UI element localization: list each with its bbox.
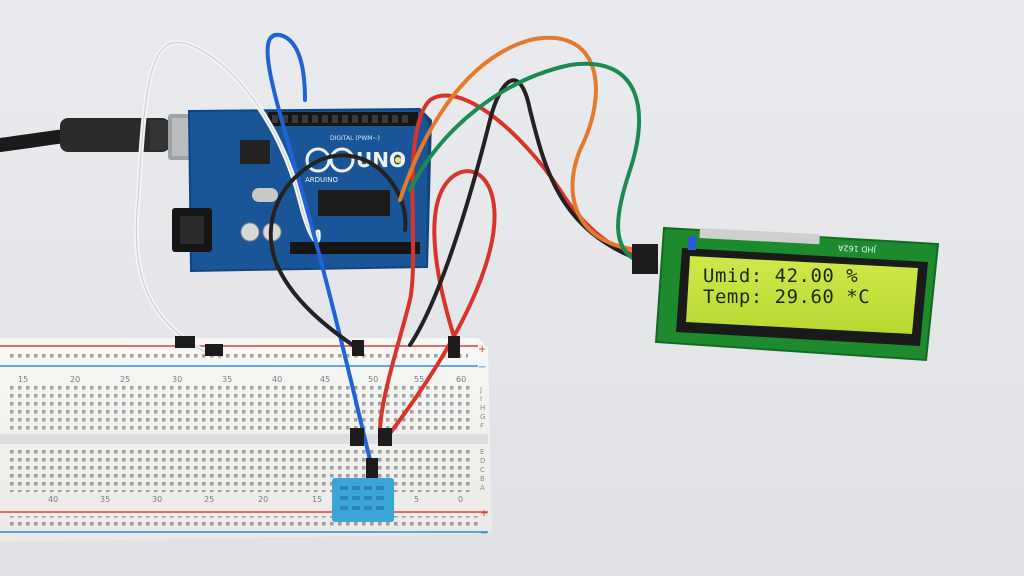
lcd-line-1: Umid: 42.00 % [703, 265, 859, 287]
row-letter: J [479, 386, 482, 394]
row-letter: I [480, 395, 482, 403]
col-num: 15 [18, 375, 28, 384]
row-letter: B [480, 475, 485, 483]
row-letter: G [480, 413, 485, 421]
col-num: 50 [368, 375, 378, 384]
row-letter: C [480, 466, 485, 474]
col-num: 40 [272, 375, 282, 384]
arduino-header-label: DIGITAL (PWM~) [330, 135, 380, 142]
wire-red-b [383, 169, 497, 442]
lcd-backpack-label: JHD 162A [837, 243, 877, 254]
row-letter: E [480, 448, 484, 456]
arduino-uno-board: DIGITAL (PWM~) UNO ARDUINO [188, 108, 432, 272]
col-num: 35 [100, 495, 110, 504]
wire-red-a [378, 93, 642, 434]
row-letter: F [480, 422, 484, 430]
row-letter: H [480, 404, 485, 412]
lcd-display [686, 256, 918, 334]
col-num: 20 [258, 495, 268, 504]
rail-minus-bottom: − [480, 528, 488, 539]
col-num: 0 [458, 495, 463, 504]
lcd-module: JHD 162A [654, 226, 940, 362]
col-num: 55 [414, 375, 424, 384]
rail-minus-top: − [478, 362, 486, 373]
col-num: 60 [456, 375, 466, 384]
lcd-line-2: Temp: 29.60 *C [703, 286, 871, 308]
rail-plus-top: + [478, 344, 486, 355]
wire-black-b [408, 78, 642, 347]
dht11-sensor [332, 478, 394, 522]
row-letter: D [480, 457, 485, 465]
wire-orange [398, 36, 642, 252]
wire-blue [265, 32, 374, 470]
col-num: 5 [414, 495, 419, 504]
row-letter: A [480, 484, 485, 492]
col-num: 45 [320, 375, 330, 384]
col-num: 35 [222, 375, 232, 384]
jumper-wires [133, 32, 658, 478]
power-jack [172, 208, 212, 252]
col-num: 40 [48, 495, 58, 504]
column-numbers-top: 15 20 25 30 35 40 45 50 55 60 [18, 375, 466, 384]
breadboard: + − 15 20 25 30 35 40 45 50 55 60 J I H … [0, 338, 492, 542]
wire-black-a [268, 153, 408, 352]
rail-plus-bottom: + [480, 508, 488, 519]
wire-white-edge [135, 41, 319, 353]
arduino-brand: ARDUINO [305, 176, 338, 184]
row-letters: J I H G F E D C B A [479, 386, 485, 492]
col-num: 15 [312, 495, 322, 504]
col-num: 30 [172, 375, 182, 384]
col-num: 25 [204, 495, 214, 504]
wire-green [408, 61, 642, 264]
col-num: 30 [152, 495, 162, 504]
col-num: 25 [120, 375, 130, 384]
col-num: 20 [70, 375, 80, 384]
